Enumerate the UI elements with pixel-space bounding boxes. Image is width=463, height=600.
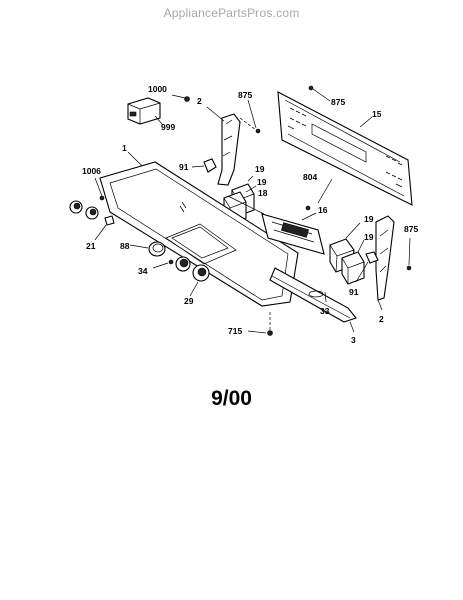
knob-left-1: [69, 200, 83, 214]
knob-29: [192, 264, 210, 282]
label-1: 1: [122, 143, 127, 153]
label-29: 29: [184, 296, 194, 306]
label-875-top: 875: [238, 90, 252, 100]
label-1006: 1006: [82, 166, 101, 176]
part-3-trim-strip: [269, 267, 357, 323]
label-2-bottom: 2: [379, 314, 384, 324]
label-804: 804: [303, 172, 317, 182]
label-2-top: 2: [197, 96, 202, 106]
screw-1000: [184, 96, 190, 102]
label-91-top: 91: [179, 162, 189, 172]
part-15-rear-panel: [277, 91, 413, 206]
label-88: 88: [120, 241, 130, 251]
label-21: 21: [86, 241, 96, 251]
label-3: 3: [351, 335, 356, 345]
label-19-a: 19: [255, 164, 265, 174]
knob-88: [148, 241, 166, 257]
knob-left-2: [85, 206, 99, 220]
part-2-end-cap-left: [206, 106, 257, 186]
screw-715: [267, 312, 273, 336]
part-1-control-panel: [99, 161, 299, 307]
part-19-switch-d: [341, 251, 365, 285]
watermark: AppliancePartsPros.com: [163, 6, 300, 20]
label-19-c: 19: [364, 214, 374, 224]
label-15: 15: [372, 109, 382, 119]
part-2-end-cap-right: [375, 215, 395, 301]
label-999: 999: [161, 122, 175, 132]
date-code: 9/00: [211, 387, 252, 410]
label-19-d: 19: [364, 232, 374, 242]
label-875-back: 875: [331, 97, 345, 107]
knob-34: [175, 256, 191, 272]
part-16-display-module: [261, 213, 325, 255]
part-999-block: [127, 97, 161, 125]
label-18: 18: [258, 188, 268, 198]
label-34: 34: [138, 266, 148, 276]
label-715: 715: [228, 326, 242, 336]
label-91-bottom: 91: [349, 287, 359, 297]
label-19-b: 19: [257, 177, 267, 187]
label-875-right: 875: [404, 224, 418, 234]
part-91-clip-bottom: [355, 251, 379, 283]
label-16: 16: [318, 205, 328, 215]
part-91-clip-top: [191, 158, 217, 173]
label-33: 33: [320, 306, 330, 316]
label-1000: 1000: [148, 84, 167, 94]
knob-21: [104, 215, 115, 226]
